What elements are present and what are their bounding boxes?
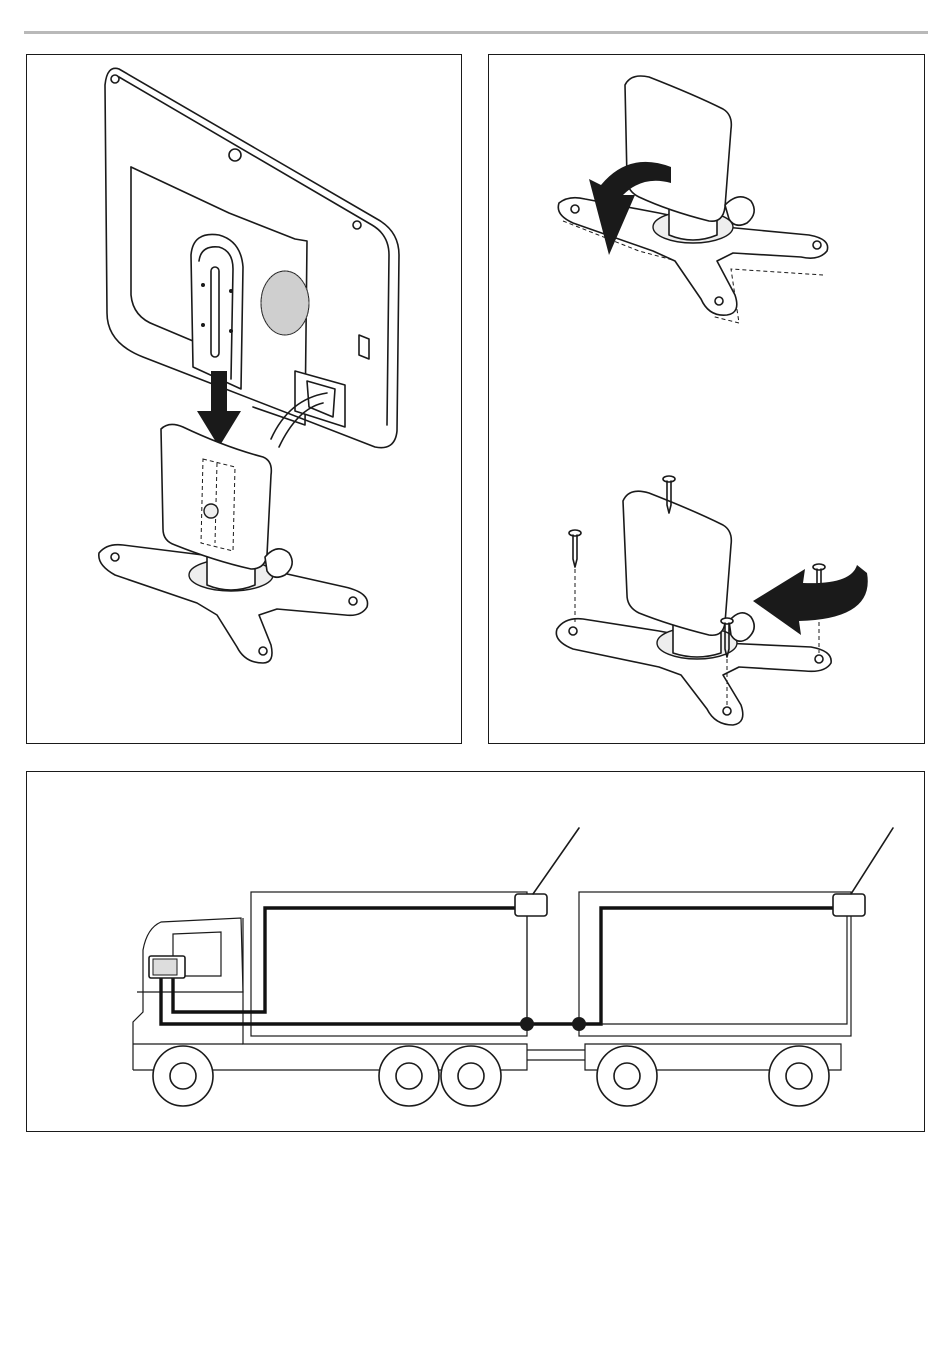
panel-attach-monitor: [26, 54, 462, 744]
junction-icon: [520, 1017, 534, 1031]
camera-icon: [515, 828, 579, 916]
monitor-icon: [105, 68, 399, 447]
panel-mount-stand: [488, 54, 925, 744]
trailer-icon: [579, 892, 851, 1106]
curved-arrow-icon: [753, 565, 868, 635]
camera-icon: [833, 828, 893, 916]
top-divider: [24, 31, 928, 34]
attach-monitor-illustration: [27, 55, 463, 745]
coupling-icon: [527, 1050, 585, 1060]
truck-wiring-illustration: [27, 772, 926, 1133]
stand-icon: [99, 424, 368, 663]
mount-stand-illustration: [489, 55, 926, 745]
junction-icon: [572, 1017, 586, 1031]
truck-icon: [133, 892, 527, 1106]
main-cable: [161, 972, 527, 1024]
monitor-icon: [149, 956, 185, 978]
screw-icon: [569, 530, 581, 567]
panel-truck-wiring: [26, 771, 925, 1132]
